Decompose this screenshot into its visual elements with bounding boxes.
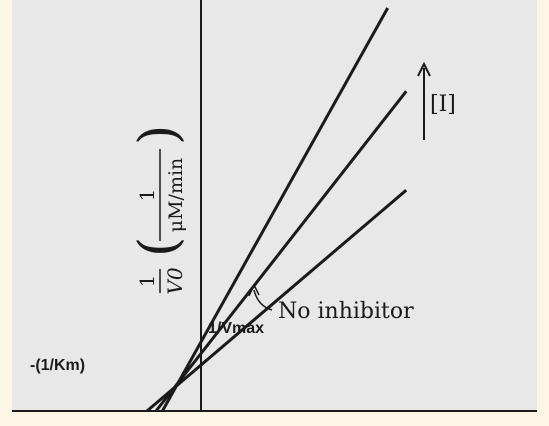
y-axis-label: 1 V0 ( 1 μM/min ) bbox=[129, 125, 189, 295]
neg-inverse-km-label: -(1/Km) bbox=[30, 357, 85, 374]
inverse-vmax-label: 1/Vmax bbox=[208, 320, 264, 337]
inhibitor-concentration-label: [I] bbox=[430, 92, 456, 117]
plot-background bbox=[12, 0, 537, 411]
series-lines bbox=[146, 7, 408, 413]
y-label-fraction-denominator: V0 bbox=[163, 267, 187, 294]
no-inhibitor-label: No inhibitor bbox=[278, 299, 414, 324]
no-inhibitor-pointer-head bbox=[248, 283, 260, 297]
series-line-2 bbox=[154, 90, 408, 412]
y-label-fraction-numerator: 1 bbox=[135, 275, 159, 288]
no-inhibitor-pointer bbox=[253, 289, 273, 311]
y-label-inner-numerator: 1 bbox=[135, 189, 159, 202]
y-label-left-paren: ( bbox=[129, 237, 189, 257]
y-label-right-paren: ) bbox=[129, 125, 189, 145]
series-line-1 bbox=[146, 189, 408, 413]
series-line-3 bbox=[161, 7, 390, 412]
y-label-inner-denominator: μM/min bbox=[165, 158, 187, 233]
inhibitor-arrow-head bbox=[417, 61, 431, 77]
